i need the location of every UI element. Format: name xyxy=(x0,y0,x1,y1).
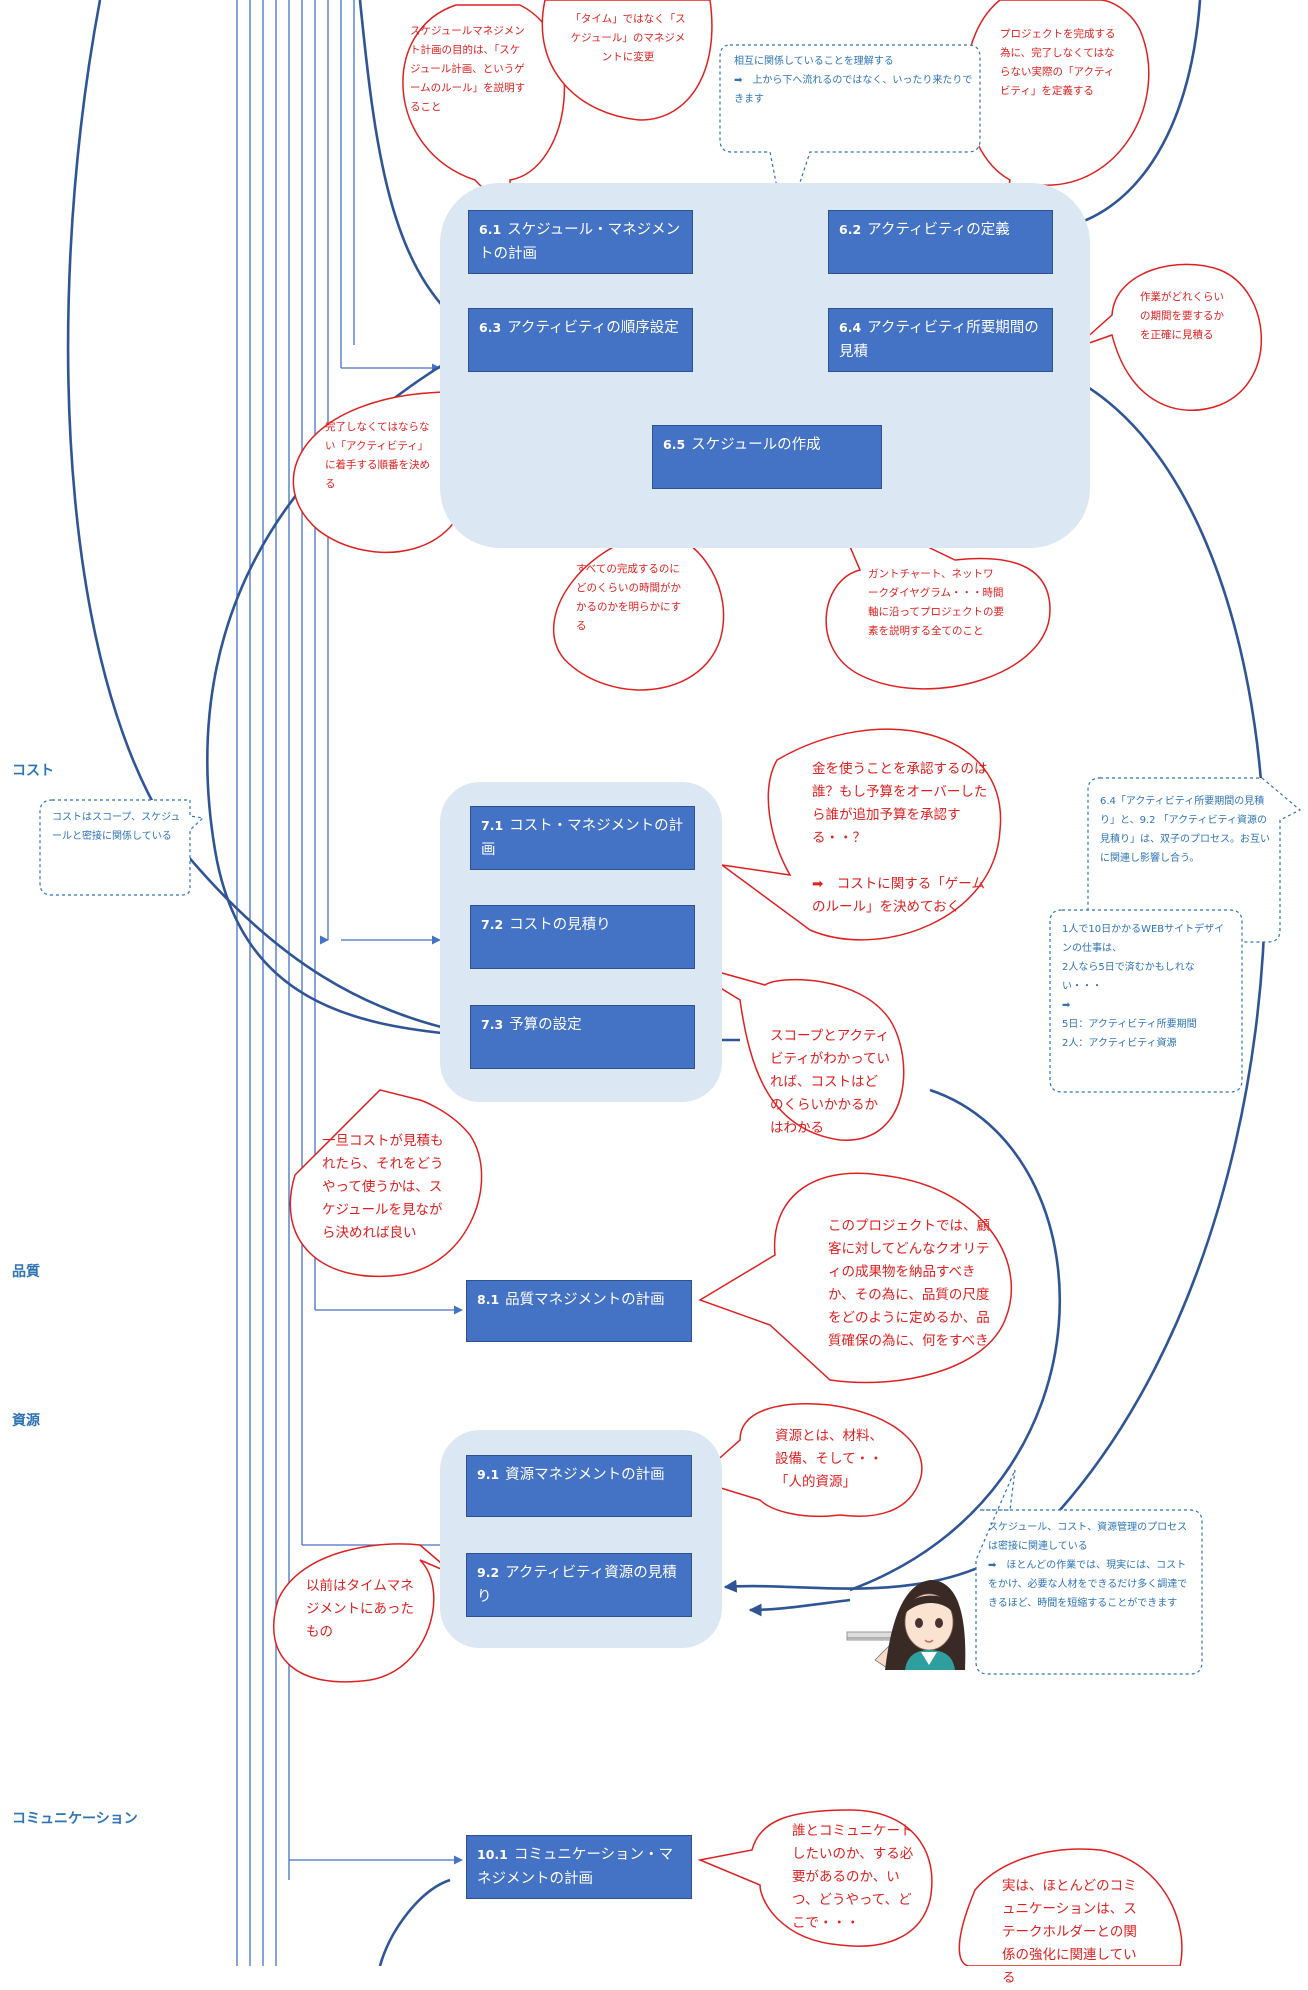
bubble-formerly-time: 以前はタイムマネジメントにあったもの xyxy=(306,1578,414,1640)
process-label: 品質マネジメントの計画 xyxy=(505,1292,665,1308)
process-number: 7.2 xyxy=(481,917,504,932)
process-number: 9.2 xyxy=(477,1565,500,1580)
presenter-avatar xyxy=(846,1580,966,1670)
process-label: 予算の設定 xyxy=(509,1017,582,1033)
process-box-6-3[interactable]: 6.3 アクティビティの順序設定 xyxy=(468,308,693,372)
note-close-relation: スケジュール、コスト、資源管理のプロセスは密接に関連している ➡ ほとんどの作業… xyxy=(988,1518,1196,1613)
bubble-cost-estimate: スコープとアクティビティがわかっていれば、コストはどのくらいかかるかはわかる xyxy=(770,1028,891,1136)
process-number: 8.1 xyxy=(477,1292,500,1307)
speech-bubbles xyxy=(273,0,1263,1966)
note-web-example-l3: 5日：アクティビティ所要期間 xyxy=(1062,1019,1197,1030)
process-label: スケジュール・マネジメントの計画 xyxy=(479,222,681,262)
process-box-6-5[interactable]: 6.5 スケジュールの作成 xyxy=(652,425,882,489)
process-number: 7.3 xyxy=(481,1017,504,1032)
bubble-time-to-schedule: 「タイム」ではなく「スケジュール」のマネジメントに変更 xyxy=(570,13,686,63)
process-label: スケジュールの作成 xyxy=(691,437,821,453)
bubble-estimate-duration: 作業がどれくらいの期間を要するかを正確に見積る xyxy=(1140,291,1224,341)
process-label: アクティビティの定義 xyxy=(867,222,1010,238)
bubble-quality-plan: このプロジェクトでは、顧客に対してどんなクオリティの成果物を納品すべきか、その為… xyxy=(828,1218,990,1349)
bubble-communication-who: 誰とコミュニケートしたいのか、する必要があるのか、いつ、どうやって、どこで・・・ xyxy=(792,1823,914,1931)
process-box-6-2[interactable]: 6.2 アクティビティの定義 xyxy=(828,210,1053,274)
process-number: 6.2 xyxy=(839,222,862,237)
section-label-communication: コミュニケーション xyxy=(12,1811,138,1827)
bubble-define-activities: プロジェクトを完成する為に、完了しなくてはならない実際の「アクティビティ」を定義… xyxy=(1000,28,1116,97)
process-number: 10.1 xyxy=(477,1847,508,1862)
bubble-stakeholder-relations: 実は、ほとんどのコミュニケーションは、ステークホルダーとの関係の強化に関連してい… xyxy=(1002,1878,1137,1986)
process-number: 9.1 xyxy=(477,1467,500,1482)
process-number: 7.1 xyxy=(481,818,504,833)
bubble-resources: 資源とは、材料、設備、そして・・「人的資源」 xyxy=(775,1428,883,1490)
note-interrelated-l1: 相互に関係していることを理解する xyxy=(734,56,894,67)
process-box-8-1[interactable]: 8.1 品質マネジメントの計画 xyxy=(466,1280,692,1342)
note-web-example: 1人で10日かかるWEBサイトデザインの仕事は、 2人なら5日で済むかもしれない… xyxy=(1062,920,1234,1053)
bubble-cost-approval-q: 金を使うことを承認するのは誰？もし予算をオーバーしたら誰が追加予算を承認する・・… xyxy=(812,761,988,846)
process-label: コストの見積り xyxy=(509,917,611,933)
process-label: アクティビティの順序設定 xyxy=(507,320,679,336)
note-web-example-arrow: ➡ xyxy=(1062,1000,1071,1011)
process-number: 6.4 xyxy=(839,320,862,335)
section-label-cost: コスト xyxy=(12,763,54,779)
vertical-bus-lines xyxy=(236,0,355,1966)
bubble-total-time: すべての完成するのにどのくらいの時間がかかるのかを明らかにする xyxy=(576,563,682,632)
process-label: アクティビティ資源の見積り xyxy=(477,1565,677,1605)
curved-flow-lines xyxy=(66,0,1267,1966)
bubble-cost-approval-rule: ➡ コストに関する「ゲームのルール」を決めておく xyxy=(812,876,985,915)
section-label-quality: 品質 xyxy=(12,1264,40,1280)
process-box-9-1[interactable]: 9.1 資源マネジメントの計画 xyxy=(466,1455,692,1517)
process-label: コスト・マネジメントの計画 xyxy=(481,818,684,858)
note-web-example-l2: 2人なら5日で済むかもしれない・・・ xyxy=(1062,962,1195,992)
process-box-7-3[interactable]: 7.3 予算の設定 xyxy=(470,1005,695,1069)
process-label: アクティビティ所要期間の見積 xyxy=(839,320,1039,360)
process-number: 6.1 xyxy=(479,222,502,237)
bubble-gantt-network: ガントチャート、ネットワークダイヤグラム・・・時間軸に沿ってプロジェクトの要素を… xyxy=(868,568,1004,637)
bubble-cost-approval: 金を使うことを承認するのは誰？もし予算をオーバーしたら誰が追加予算を承認する・・… xyxy=(812,758,990,919)
note-web-example-l1: 1人で10日かかるWEBサイトデザインの仕事は、 xyxy=(1062,924,1225,954)
note-web-example-l4: 2人：アクティビティ資源 xyxy=(1062,1038,1177,1049)
bubble-sequence-activities: 完了しなくてはならない「アクティビティ」に着手する順番を決める xyxy=(325,421,430,490)
note-callouts xyxy=(39,44,1302,1675)
bubble-schedule-plan-purpose: スケジュールマネジメント計画の目的は、「スケジュール計画、というゲームのルール」… xyxy=(410,25,526,113)
note-cost-related: コストはスコープ、スケジュールと密接に関係している xyxy=(52,812,181,842)
bubble-cost-usage: 一旦コストが見積もれたら、それをどうやって使うかは、スケジュールを見ながら決めれ… xyxy=(322,1133,444,1241)
note-interrelated: 相互に関係していることを理解する ➡ 上から下へ流れるのではなく、いったり来たり… xyxy=(734,52,974,109)
process-box-7-2[interactable]: 7.2 コストの見積り xyxy=(470,905,695,969)
note-close-relation-l1: スケジュール、コスト、資源管理のプロセスは密接に関連している xyxy=(988,1522,1188,1552)
process-number: 6.3 xyxy=(479,320,502,335)
process-label: 資源マネジメントの計画 xyxy=(505,1467,665,1483)
section-label-resource: 資源 xyxy=(12,1413,40,1429)
note-interrelated-l2: ➡ 上から下へ流れるのではなく、いったり来たりできます xyxy=(734,75,973,105)
process-label: コミュニケーション・マネジメントの計画 xyxy=(477,1847,674,1887)
note-close-relation-l2: ➡ ほとんどの作業では、現実には、コストをかけ、必要な人材をできるだけ多く調達で… xyxy=(988,1560,1188,1609)
process-number: 6.5 xyxy=(663,437,686,452)
note-twin-processes: 6.4「アクティビティ所要期間の見積り」と、9.2 「アクティビティ資源の見積り… xyxy=(1100,796,1270,864)
